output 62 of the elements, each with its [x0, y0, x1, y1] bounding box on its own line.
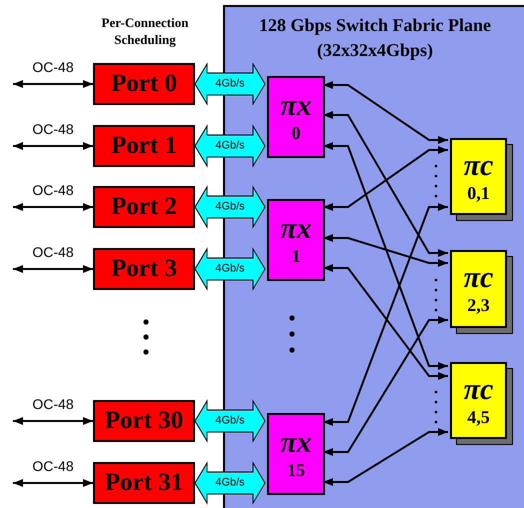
double-arrow [323, 142, 448, 370]
edge-label: 4Gb/s [215, 478, 245, 488]
crossbar-box [267, 413, 325, 495]
double-arrow [323, 428, 448, 486]
double-block-arrow [194, 185, 266, 229]
symbol-label: πx [280, 213, 312, 245]
double-arrow [323, 81, 448, 144]
double-arrow [13, 142, 93, 150]
double-arrow [13, 265, 93, 273]
edge-label: 4Gb/s [215, 140, 245, 152]
double-block-arrow [194, 247, 266, 291]
port-label: Port 1 [111, 132, 177, 160]
double-arrow [323, 316, 448, 456]
edge-label: OC-48 [31, 397, 75, 411]
port-box [93, 125, 195, 167]
index-label: 0 [292, 122, 300, 144]
edge-label: OC-48 [31, 183, 75, 197]
double-arrow [13, 417, 93, 425]
edge-label: OC-48 [31, 122, 75, 136]
double-arrow [323, 234, 448, 267]
double-block-arrow [194, 399, 266, 443]
edge-label: 4Gb/s [215, 78, 245, 90]
edge-label: 4Gb/s [215, 264, 245, 274]
edge-label: OC-48 [31, 459, 75, 473]
crossbar-box [267, 199, 325, 281]
symbol-label: πx [280, 90, 312, 122]
crossbar-box [267, 76, 325, 158]
port-box [93, 400, 195, 442]
port-label: Port 2 [111, 193, 177, 221]
port-label: Port 31 [104, 469, 184, 497]
edge-label: 4Gb/s [215, 202, 245, 212]
edge-label: 4Gb/s [215, 416, 245, 426]
heading-label: Per-Connection Scheduling [100, 14, 190, 48]
index-label: 1 [292, 245, 300, 267]
port-box [93, 63, 195, 105]
port-label: Port 3 [111, 255, 177, 283]
double-arrow [13, 203, 93, 211]
edge-label: OC-48 [31, 60, 75, 74]
panel-title: 128 Gbps Switch Fabric Plane (32x32x4Gbps) [258, 14, 492, 62]
double-arrow [13, 80, 93, 88]
symbol-label: πc [464, 150, 494, 182]
symbol-label: πc [464, 262, 494, 294]
index-label: 4,5 [467, 406, 490, 428]
port-box [93, 186, 195, 228]
symbol-label: πc [464, 374, 494, 406]
double-arrow [323, 203, 448, 426]
edge-label: OC-48 [31, 245, 75, 259]
double-arrow [323, 146, 448, 211]
port-box [93, 462, 195, 504]
port-label: Port 30 [104, 407, 184, 435]
double-block-arrow [194, 461, 266, 505]
index-label: 15 [287, 459, 305, 481]
index-label: 2,3 [467, 294, 490, 316]
port-label: Port 0 [111, 70, 177, 98]
double-block-arrow [194, 62, 266, 106]
double-arrow [323, 111, 448, 257]
double-arrow [323, 264, 448, 380]
double-block-arrow [194, 124, 266, 168]
index-label: 0,1 [467, 182, 490, 204]
symbol-label: πx [280, 427, 312, 459]
port-box [93, 248, 195, 290]
double-arrow [13, 479, 93, 487]
